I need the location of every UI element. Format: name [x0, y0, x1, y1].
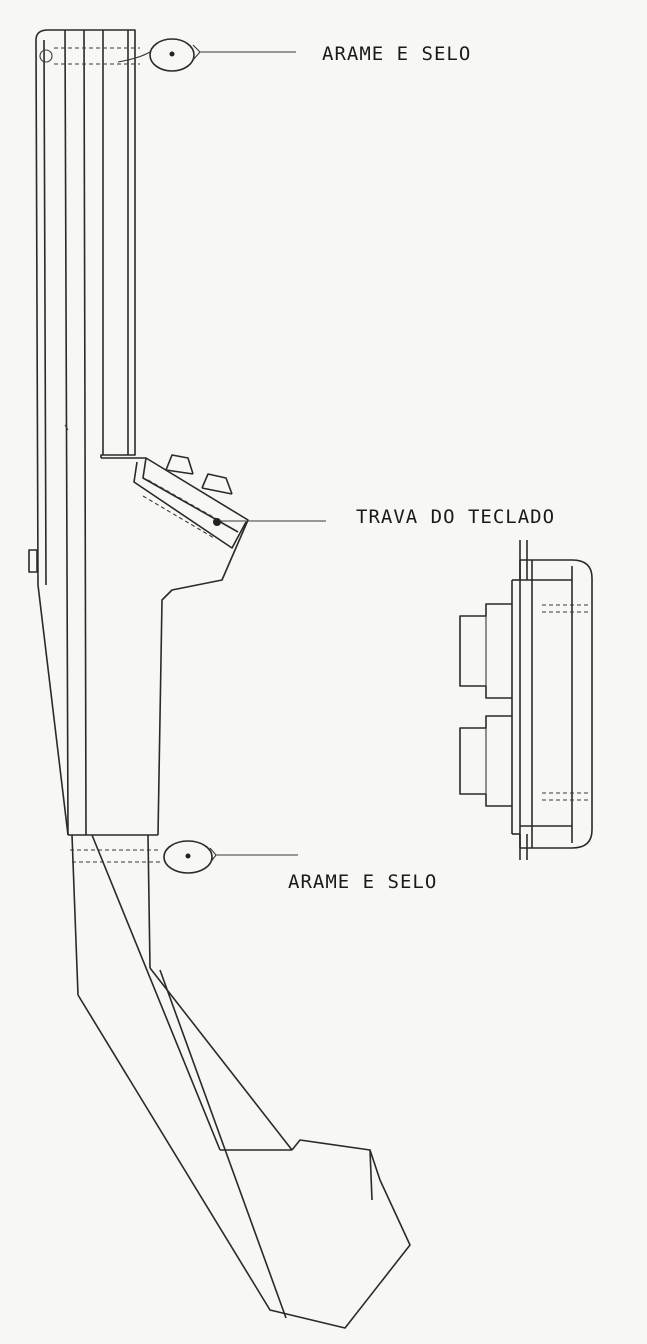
stand-bracket	[71, 834, 411, 1329]
label-keypad-lock: TRAVA DO TECLADO	[356, 506, 556, 528]
bottom-seal	[70, 840, 298, 874]
device-body	[35, 29, 158, 836]
side-button	[28, 549, 38, 573]
top-seal	[149, 38, 296, 72]
top-wire	[54, 47, 151, 65]
keypad-keys	[165, 454, 233, 495]
top-screw	[39, 49, 53, 63]
keypad-detail-view	[459, 540, 593, 860]
keypad-housing	[101, 457, 326, 836]
label-wire-seal-top: ARAME E SELO	[322, 43, 472, 65]
label-wire-seal-bottom: ARAME E SELO	[288, 871, 438, 893]
